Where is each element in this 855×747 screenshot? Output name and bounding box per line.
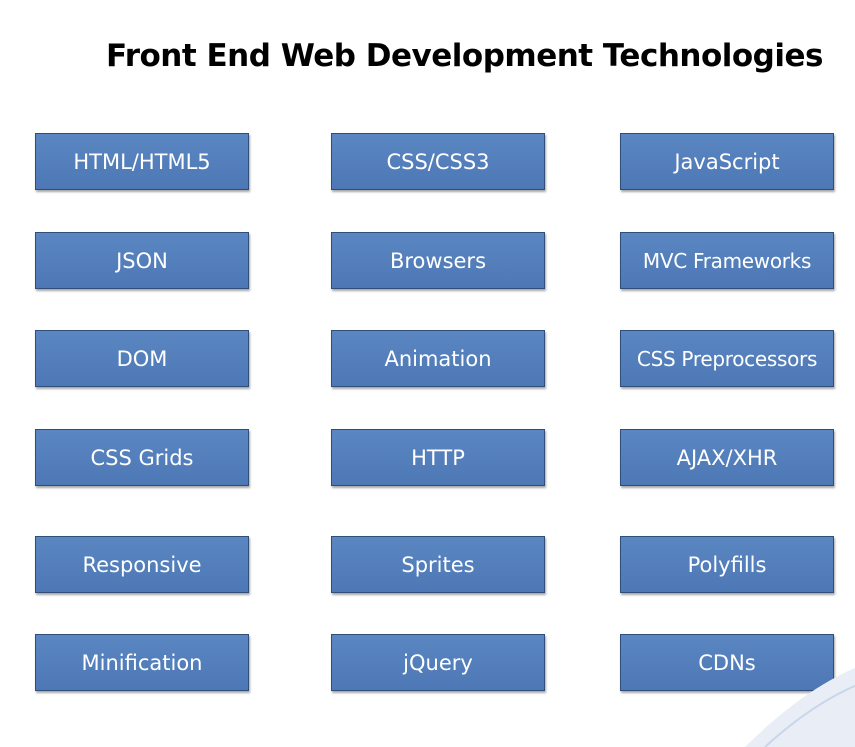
tile-dom: DOM	[35, 330, 249, 387]
tile-sprites: Sprites	[331, 536, 545, 593]
tile-label: HTML/HTML5	[73, 149, 211, 174]
tile-label: Browsers	[389, 248, 487, 273]
corner-swoosh-decoration	[745, 667, 855, 747]
tile-mvc-frameworks: MVC Frameworks	[620, 232, 834, 289]
tile-label: Responsive	[82, 552, 202, 577]
tile-browsers: Browsers	[331, 232, 545, 289]
tile-responsive: Responsive	[35, 536, 249, 593]
tile-label: JavaScript	[674, 149, 780, 174]
tile-label: HTTP	[411, 445, 465, 470]
tile-animation: Animation	[331, 330, 545, 387]
slide-title: Front End Web Development Technologies	[106, 38, 823, 74]
tile-css-preprocessors: CSS Preprocessors	[620, 330, 834, 387]
tile-http: HTTP	[331, 429, 545, 486]
tile-jquery: jQuery	[331, 634, 545, 691]
tile-polyfills: Polyfills	[620, 536, 834, 593]
tile-label: CSS Preprocessors	[636, 346, 818, 371]
tile-label: Polyfills	[687, 552, 767, 577]
tile-html-html5: HTML/HTML5	[35, 133, 249, 190]
tile-ajax-xhr: AJAX/XHR	[620, 429, 834, 486]
tile-label: CSS/CSS3	[386, 149, 490, 174]
tile-json: JSON	[35, 232, 249, 289]
tile-label: Minification	[81, 650, 203, 675]
tile-label: JSON	[116, 248, 168, 273]
tile-label: CSS Grids	[90, 445, 194, 470]
tile-css-grids: CSS Grids	[35, 429, 249, 486]
tile-label: AJAX/XHR	[676, 445, 778, 470]
tile-javascript: JavaScript	[620, 133, 834, 190]
tile-label: Sprites	[401, 552, 475, 577]
tile-label: DOM	[116, 346, 168, 371]
tile-minification: Minification	[35, 634, 249, 691]
tile-label: MVC Frameworks	[642, 248, 812, 273]
tile-label: jQuery	[403, 650, 473, 675]
tile-label: Animation	[384, 346, 492, 371]
tile-cdns: CDNs	[620, 634, 834, 691]
tile-label: CDNs	[698, 650, 756, 675]
tile-css-css3: CSS/CSS3	[331, 133, 545, 190]
